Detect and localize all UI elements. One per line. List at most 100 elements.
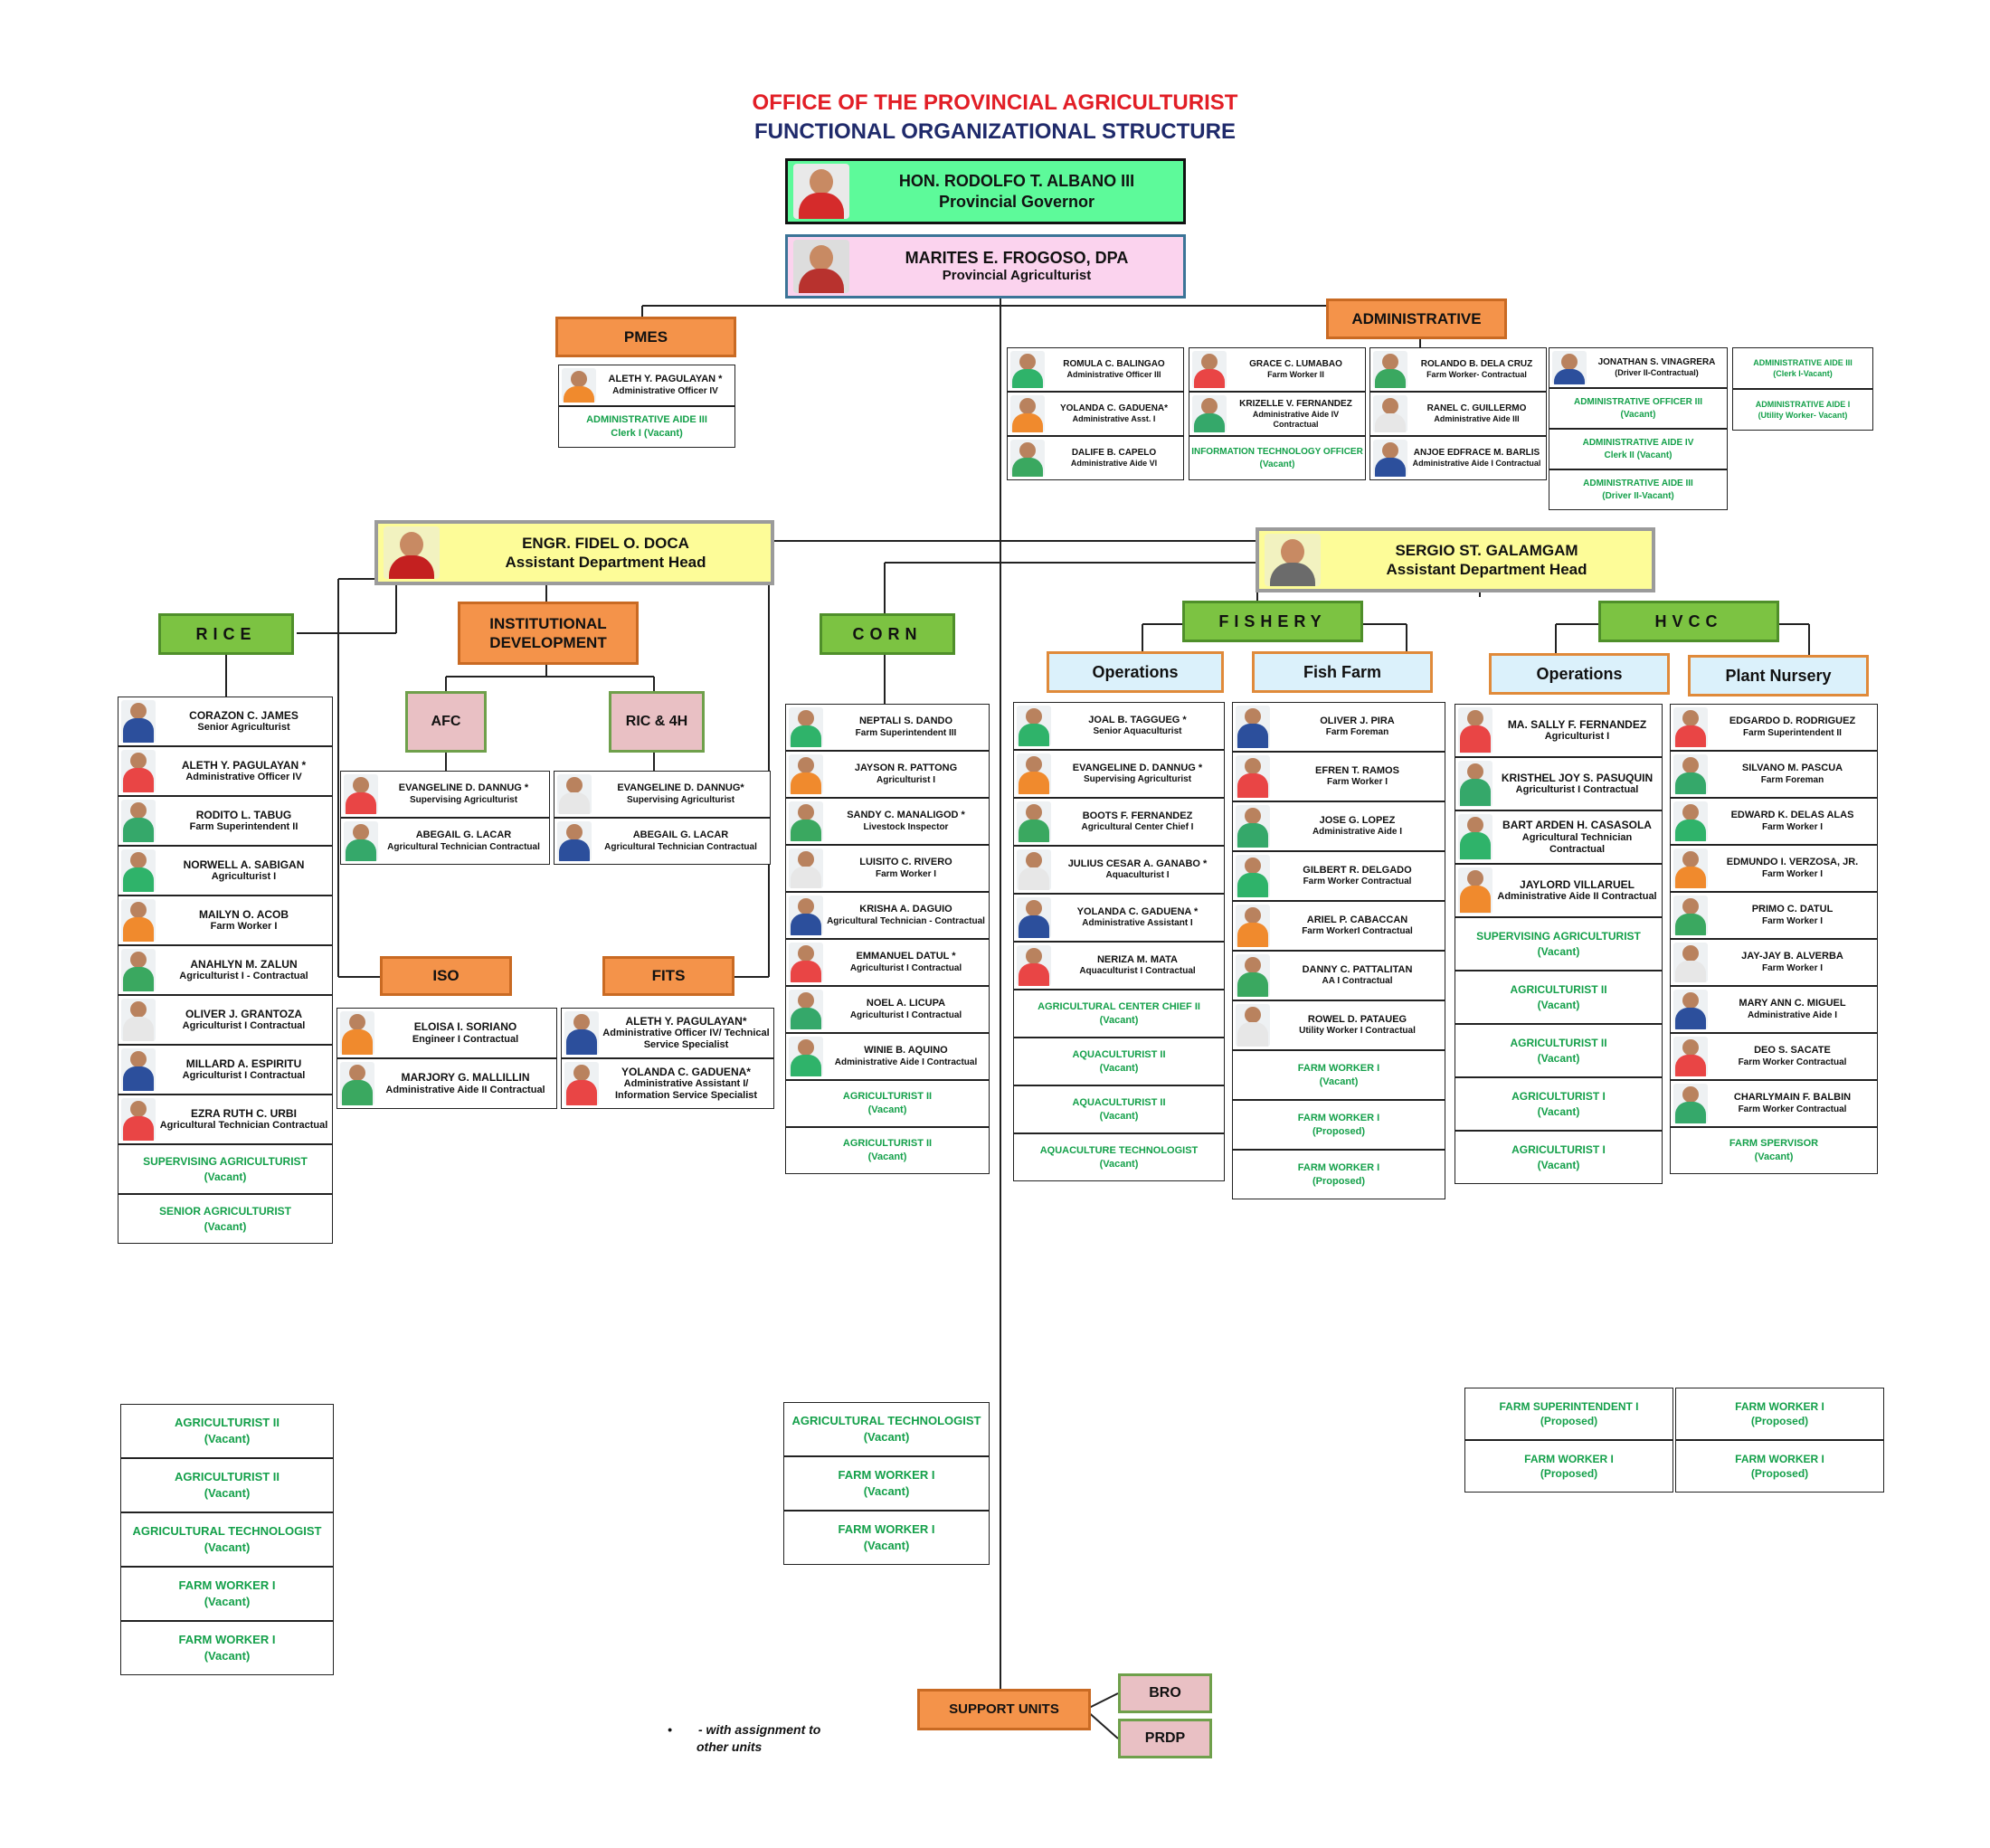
person-photo (564, 1062, 599, 1105)
staff-card: JULIUS CESAR A. GANABO *Aquaculturist I (1013, 846, 1225, 894)
person-name: SILVANO M. PASCUA (1741, 763, 1843, 774)
person-name: BART ARDEN H. CASASOLA (1502, 819, 1652, 832)
vacant-title: AGRICULTURIST II (842, 1091, 933, 1103)
vacant-title: AGRICULTURIST II (842, 1138, 933, 1150)
vacant-position: AGRICULTURAL TECHNOLOGIST(Vacant) (120, 1512, 334, 1567)
vacant-position: AGRICULTURIST II(Vacant) (785, 1080, 990, 1127)
vacant-status: (Vacant) (1099, 1110, 1139, 1122)
unit-rice: RICE (158, 613, 294, 655)
vacant-title: FARM WORKER I (1297, 1062, 1380, 1074)
person-position: Administrative Asst. I (1072, 414, 1156, 424)
person-photo (1192, 395, 1227, 432)
governor-position: Provincial Governor (938, 192, 1095, 211)
vacant-position: AGRICULTURIST II(Vacant) (1455, 971, 1663, 1024)
person-position: Farm Superintendent II (1743, 727, 1842, 738)
person-photo (344, 774, 378, 814)
vacant-title: FARM SPERVISOR (1729, 1138, 1819, 1150)
person-name: RODITO L. TABUG (195, 808, 292, 821)
person-position: Administrative Officer IV (612, 385, 718, 396)
vacant-title: FARM WORKER I (1297, 1161, 1380, 1173)
person-photo (1236, 805, 1270, 848)
vacant-status: (Vacant) (863, 1430, 910, 1444)
person-photo (789, 990, 823, 1029)
vacant-position: AGRICULTURIST I(Vacant) (1455, 1077, 1663, 1131)
person-photo (1236, 1004, 1270, 1047)
person-name: OLIVER J. GRANTOZA (185, 1007, 303, 1020)
person-photo (1673, 896, 1708, 935)
person-name: EDWARD K. DELAS ALAS (1730, 810, 1854, 821)
galamgam-photo (1265, 534, 1321, 586)
person-position: Agriculturist I (211, 871, 277, 883)
vacant-status: (Vacant) (1099, 1014, 1139, 1026)
person-position: Agricultural Technician - Contractual (827, 915, 985, 926)
person-name: EVANGELINE D. DANNUG* (617, 782, 744, 794)
person-photo (1192, 351, 1227, 388)
staff-card: JONATHAN S. VINAGRERA(Driver II-Contract… (1549, 347, 1728, 388)
person-name: YOLANDA C. GADUENA * (1076, 905, 1199, 917)
person-photo (557, 774, 592, 814)
vacant-position: FARM WORKER I (Vacant) (120, 1621, 334, 1675)
vacant-title: SUPERVISING AGRICULTURIST (1476, 930, 1641, 943)
vacant-status: (Vacant) (204, 1649, 251, 1663)
vacant-position: FARM WORKER I(Vacant) (1232, 1050, 1445, 1100)
vacant-position: SUPERVISING AGRICULTURIST(Vacant) (118, 1144, 333, 1194)
person-name: ABEGAIL G. LACAR (632, 829, 729, 841)
unit-afc: AFC (405, 691, 487, 753)
vacant-title: FARM WORKER I (178, 1633, 276, 1647)
person-position: Farm Worker I (1761, 915, 1824, 926)
unit-fishery-operations: Operations (1047, 651, 1224, 693)
person-name: ALETH Y. PAGULAYAN * (608, 374, 723, 385)
person-position: Agricultural Center Chief I (1081, 822, 1194, 833)
person-name: DALIFE B. CAPELO (1071, 448, 1157, 459)
vacant-position: FARM WORKER I(Proposed) (1675, 1388, 1884, 1440)
person-photo (1673, 801, 1708, 841)
person-name: NERIZA M. MATA (1096, 953, 1178, 965)
vacant-title: AGRICULTURIST II (174, 1416, 280, 1430)
person-position: Aquaculturist I Contractual (1079, 966, 1196, 977)
person-position: Farm Superintendent II (189, 821, 298, 833)
person-name: MILLARD A. ESPIRITU (185, 1057, 302, 1070)
vacant-status: (Driver II-Vacant) (1602, 490, 1674, 501)
person-photo (1458, 707, 1492, 753)
person-position: Administrative Assistant I (1082, 918, 1193, 929)
staff-card: ALETH Y. PAGULAYAN*Administrative Office… (561, 1008, 774, 1058)
person-position: Farm Worker I (1326, 777, 1388, 788)
person-photo (1017, 897, 1051, 938)
person-position: Farm Worker I (1761, 821, 1824, 832)
person-photo (1236, 954, 1270, 997)
person-photo (1458, 867, 1492, 914)
vacant-position: AGRICULTURIST II(Vacant) (785, 1127, 990, 1174)
person-position: Administrative Officer IV/ Technical Ser… (602, 1028, 770, 1051)
vacant-position: AQUACULTURIST II(Vacant) (1013, 1038, 1225, 1085)
person-photo (1673, 754, 1708, 794)
person-position: Farm Worker Contractual (1303, 877, 1412, 887)
unit-fits: FITS (602, 956, 734, 996)
vacant-position: FARM WORKER I(Vacant) (120, 1567, 334, 1621)
person-position: Farm Foreman (1325, 727, 1389, 738)
person-photo (1010, 440, 1045, 477)
person-name: DANNY C. PATTALITAN (1302, 963, 1413, 975)
person-name: GILBERT R. DELGADO (1303, 864, 1412, 876)
vacant-title: INFORMATION TECHNOLOGY OFFICER (1191, 447, 1363, 457)
vacant-position: FARM WORKER I(Proposed) (1675, 1440, 1884, 1493)
vacant-status: Clerk II (Vacant) (1604, 450, 1673, 460)
vacant-title: SUPERVISING AGRICULTURIST (143, 1155, 308, 1169)
person-name: JOSE G. LOPEZ (1319, 814, 1396, 826)
person-position: Agricultural Technician Contractual (1521, 831, 1633, 855)
person-photo (789, 707, 823, 747)
vacant-title: AGRICULTURIST II (1510, 983, 1607, 997)
vacant-title: FARM WORKER I (838, 1522, 935, 1537)
vacant-title: AGRICULTURAL TECHNOLOGIST (791, 1414, 981, 1428)
person-photo (121, 849, 156, 892)
